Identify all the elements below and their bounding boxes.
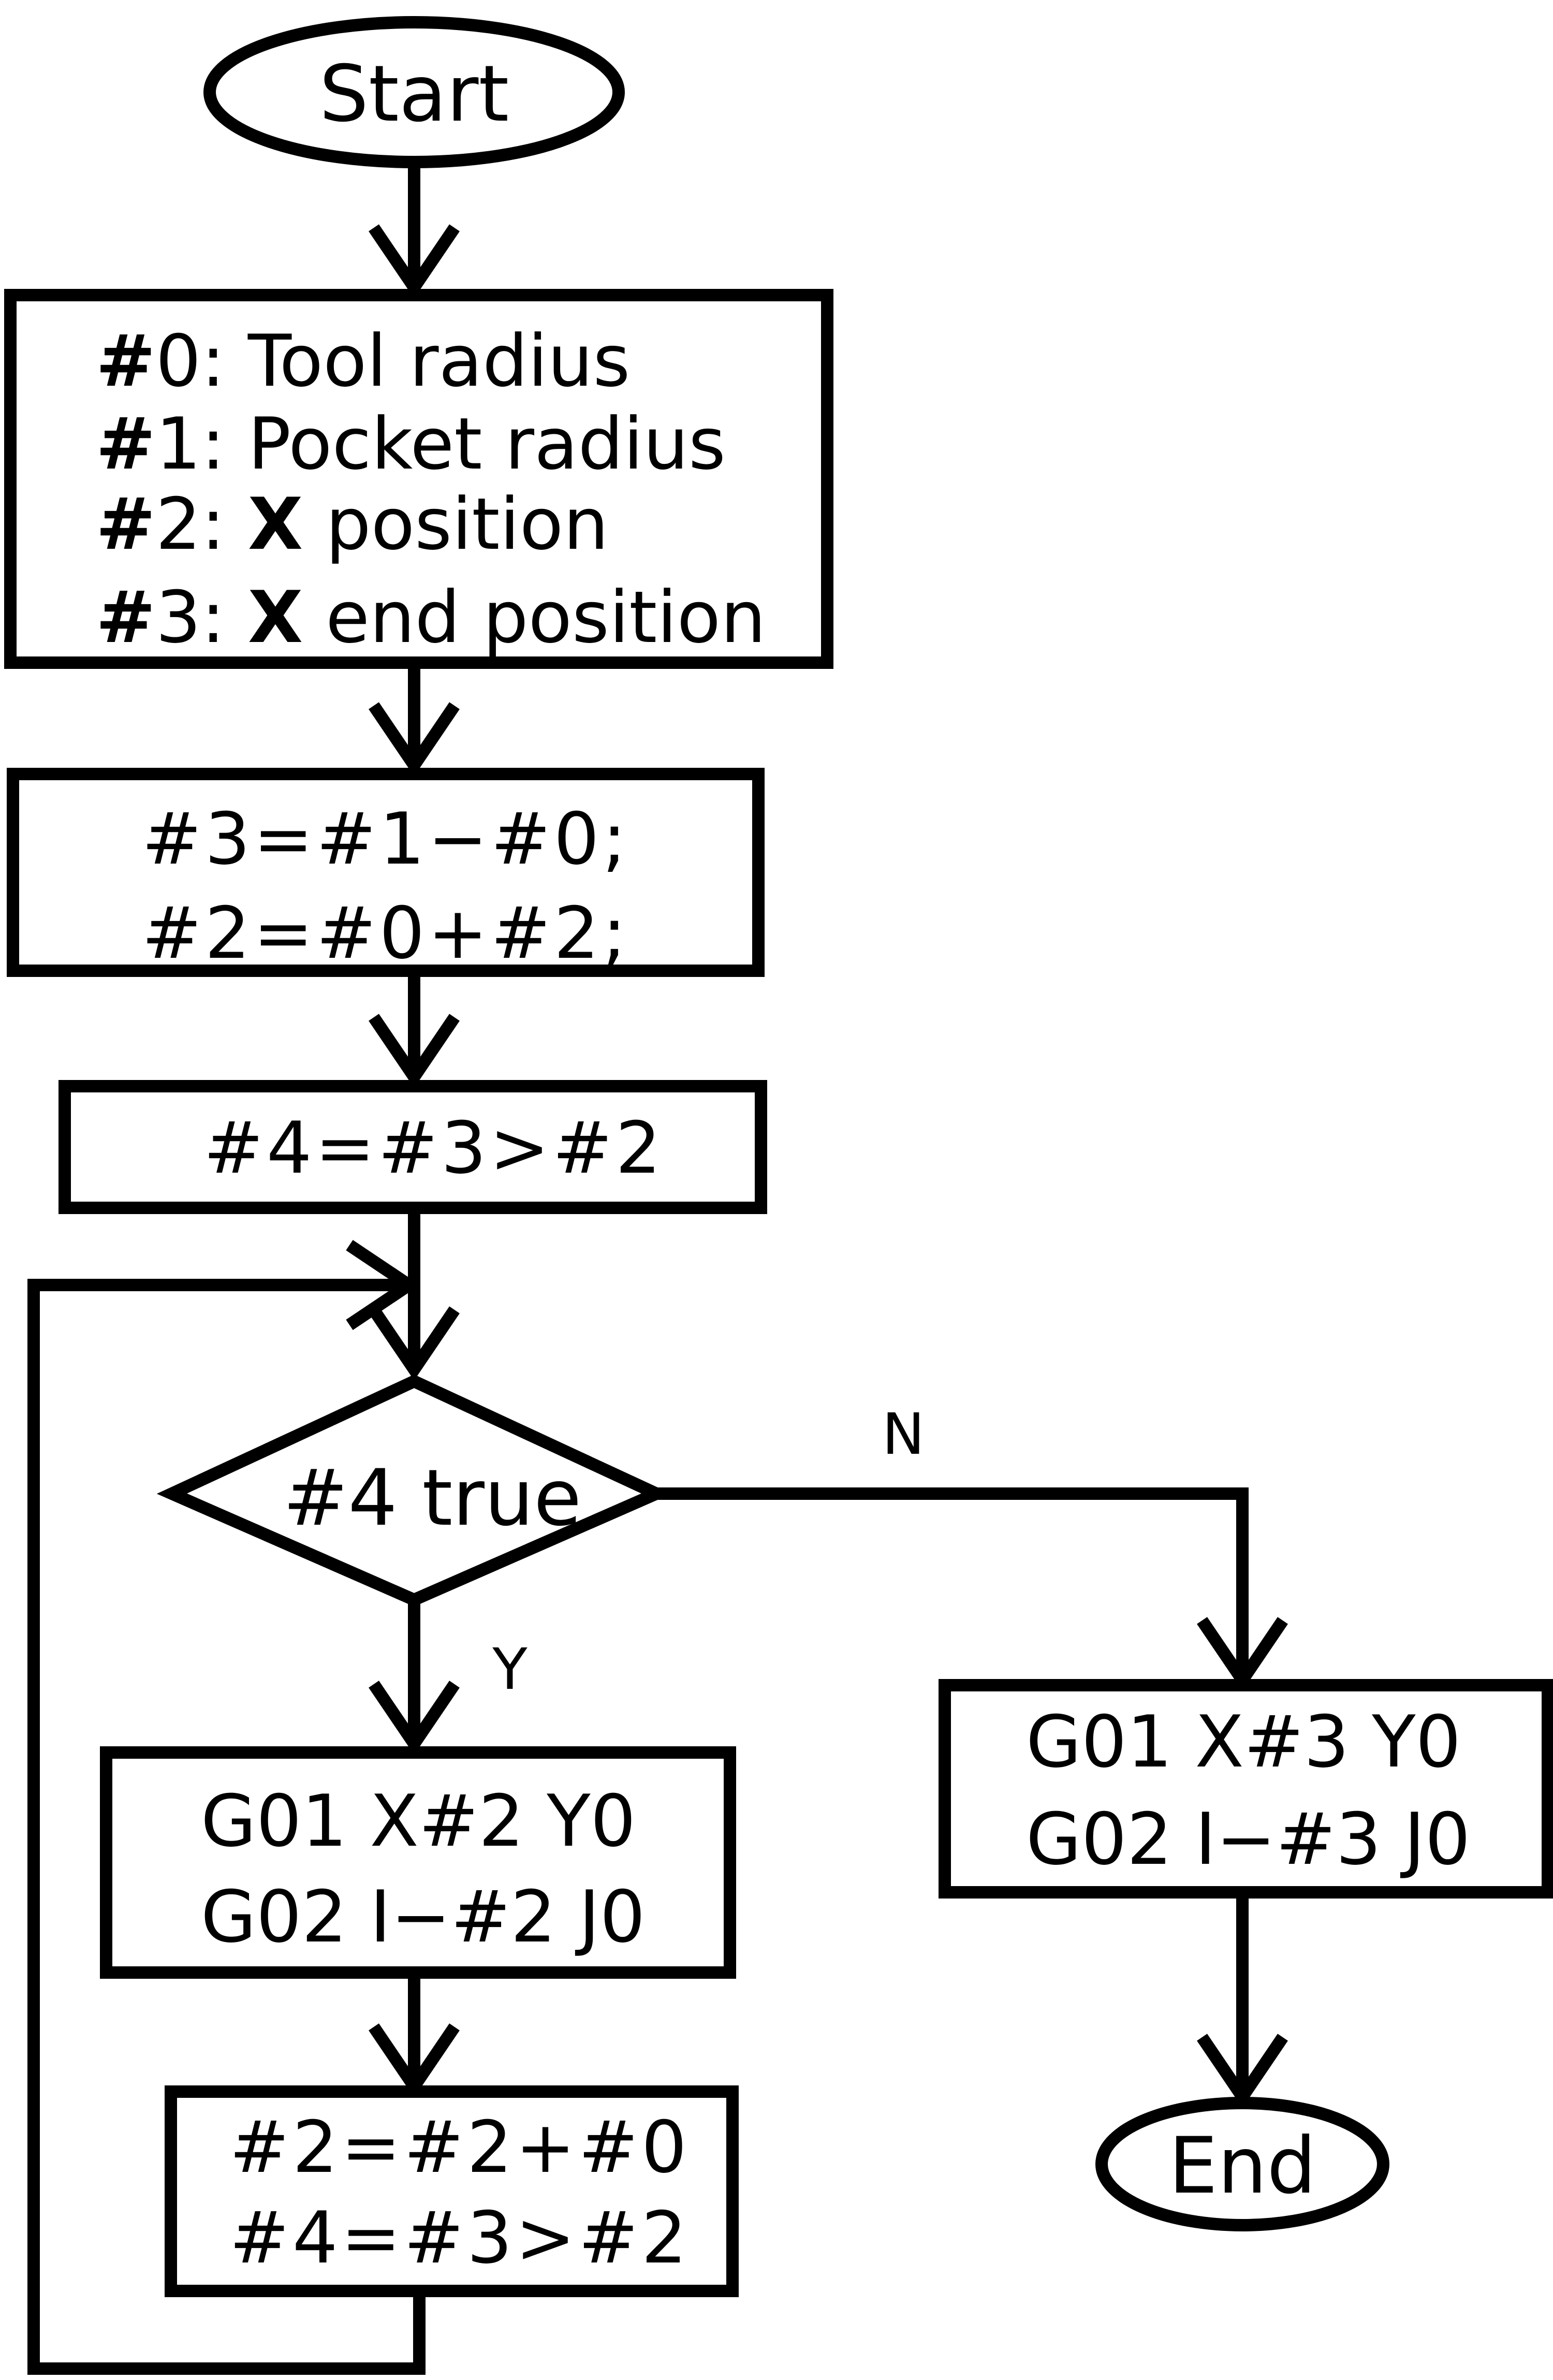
connector-cut-increment [369,1973,460,2098]
cut-final-line-1: G02 I−#3 J0 [1026,1798,1471,1881]
no-branch-label: N [882,1401,925,1467]
increment-line-0: #2=#2+#0 [229,2106,690,2189]
arrowhead [369,1014,460,1088]
arrowhead [369,702,460,777]
yes-branch-label: Y [492,1636,528,1702]
no-branch-line [656,1487,1249,1680]
loop-back-line [27,1279,426,2375]
definition-line-2: #2: X position [96,483,609,566]
arrowhead [369,224,460,299]
definition-line-0: #0: Tool radius [96,319,630,403]
definition-line-3: #3: X end position [96,576,766,659]
connector-definitions-assign [369,663,460,777]
cut-final-line-0: G01 X#3 Y0 [1026,1700,1461,1784]
cut-loop-rect [100,1746,736,1979]
assign-line-0: #3=#1−#0; [142,797,629,881]
definition-line-1: #1: Pocket radius [96,402,726,486]
arrowhead [369,1681,460,1755]
compare-init-box: #4=#3>#2 [58,1080,767,1214]
end-label: End [1168,2121,1316,2211]
compare-init-line-0: #4=#3>#2 [203,1106,664,1190]
cut-loop-line-1: G02 I−#2 J0 [201,1875,646,1959]
connector-loop-back [27,1240,426,2375]
assign-box: #3=#1−#0; #2=#0+#2; [7,768,765,977]
loop-back-arrowhead [346,1240,420,1330]
cut-loop-line-0: G01 X#2 Y0 [201,1779,636,1863]
arrowhead [369,1306,460,1381]
connector-cut-end [1197,1892,1288,2108]
connector-start-definitions [369,162,460,299]
decision-label: #4 true [283,1453,582,1543]
increment-box: #2=#2+#0 #4=#3>#2 [165,2085,739,2297]
end-ellipse [1095,2097,1389,2231]
assign-rect [7,768,765,977]
decision-node: #4 true [156,1374,672,1607]
increment-line-1: #4=#3>#2 [229,2196,690,2280]
connector-decision-yes: Y [369,1600,528,1755]
start-label: Start [319,49,509,139]
connector-assign-compare [369,971,460,1088]
connector-decision-no: N [656,1401,1288,1691]
end-node: End [1095,2097,1389,2231]
start-node: Start [203,16,625,168]
increment-rect [165,2085,739,2297]
assign-line-1: #2=#0+#2; [142,892,629,975]
cut-final-box: G01 X#3 Y0 G02 I−#3 J0 [939,1679,1553,1899]
definitions-box: #0: Tool radius #1: Pocket radius #2: X … [4,289,833,669]
cut-loop-box: G01 X#2 Y0 G02 I−#2 J0 [100,1746,736,1979]
definitions-rect [4,289,833,669]
